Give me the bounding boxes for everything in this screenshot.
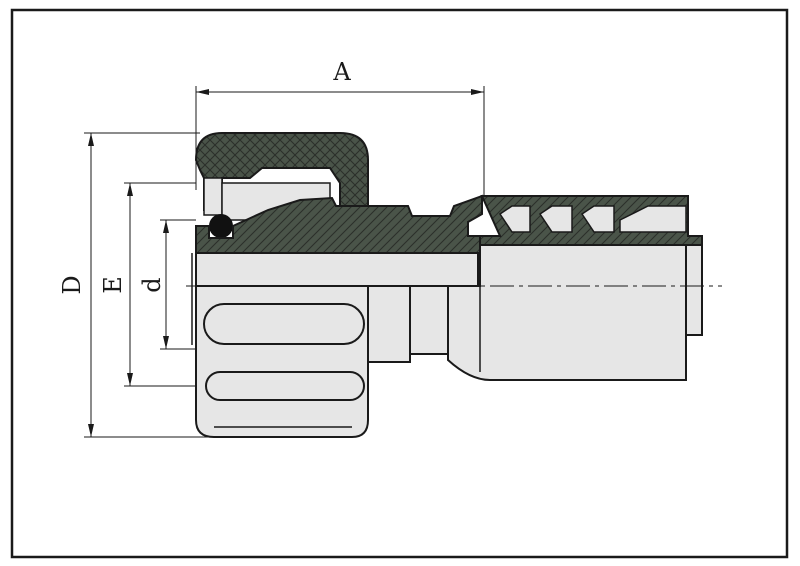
dimension-e: E xyxy=(99,182,196,387)
dimension-e-label: E xyxy=(99,276,127,294)
dimension-d: D xyxy=(58,132,210,438)
dimension-a-label: A xyxy=(332,58,351,86)
o-ring xyxy=(209,214,233,238)
dimension-d-label: D xyxy=(58,275,86,294)
dimension-small-d-label: d xyxy=(138,277,166,292)
fitting-section-view xyxy=(191,132,703,345)
dimension-a: A xyxy=(195,58,485,196)
dimension-small-d: d xyxy=(138,219,196,350)
fitting-external-view xyxy=(195,244,703,438)
